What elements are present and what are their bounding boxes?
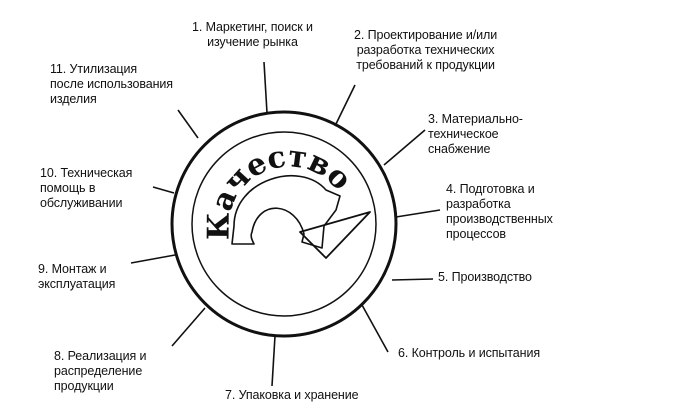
spoke-8 xyxy=(171,307,206,347)
loop-arrow-head xyxy=(299,211,371,259)
spoke-1 xyxy=(263,61,268,114)
stage-label-line: продукции xyxy=(54,379,114,393)
stage-label-line: 1. Маркетинг, поиск и xyxy=(192,20,313,34)
stage-label-7: 7. Упаковка и хранение xyxy=(225,388,359,403)
stage-label-line: изделия xyxy=(50,92,97,106)
stage-label-line: разработка xyxy=(446,197,511,211)
stage-label-line: 6. Контроль и испытания xyxy=(398,346,540,360)
stage-label-line: производственных xyxy=(446,212,553,226)
stage-label-line: 4. Подготовка и xyxy=(446,182,535,196)
stage-label-line: снабжение xyxy=(428,142,491,156)
stage-label-line: помощь в xyxy=(40,181,96,195)
spoke-11 xyxy=(177,109,199,139)
spoke-2 xyxy=(334,84,356,127)
spoke-7 xyxy=(271,335,276,387)
loop-arrow-body xyxy=(231,175,341,249)
stage-label-line: 11. Утилизация xyxy=(50,62,138,76)
loop-arrow: Качество xyxy=(201,139,371,259)
stage-label-line: разработка технических xyxy=(356,43,495,57)
stage-label-line: техническое xyxy=(428,127,499,141)
stage-label-line: 10. Техническая xyxy=(40,166,133,180)
spoke-3 xyxy=(383,129,426,166)
stage-label-line: обслуживании xyxy=(40,196,123,210)
spoke-9 xyxy=(130,254,176,264)
stage-label-line: 7. Упаковка и хранение xyxy=(225,388,359,402)
spoke-4 xyxy=(395,209,441,218)
stage-label-line: 5. Производство xyxy=(438,270,532,284)
stage-label-line: требований к продукции xyxy=(356,58,495,72)
spoke-6 xyxy=(361,304,389,353)
inner-circle xyxy=(191,131,377,317)
stage-label-line: после использования xyxy=(50,77,173,91)
stage-label-line: эксплуатация xyxy=(38,277,116,291)
stage-label-5: 5. Производство xyxy=(438,270,532,285)
stage-label-line: процессов xyxy=(446,227,506,241)
stage-label-line: распределение xyxy=(54,364,143,378)
stage-label-6: 6. Контроль и испытания xyxy=(398,346,540,361)
stage-label-line: 3. Материально- xyxy=(428,112,523,126)
stage-label-line: 9. Монтаж и xyxy=(38,262,107,276)
spoke-10 xyxy=(152,186,175,194)
stage-label-line: изучение рынка xyxy=(207,35,298,49)
stage-label-line: 2. Проектирование и/или xyxy=(354,28,498,42)
stage-label-line: 8. Реализация и xyxy=(54,349,147,363)
outer-circle xyxy=(170,110,398,338)
spokes xyxy=(130,61,441,387)
spoke-5 xyxy=(391,278,434,281)
